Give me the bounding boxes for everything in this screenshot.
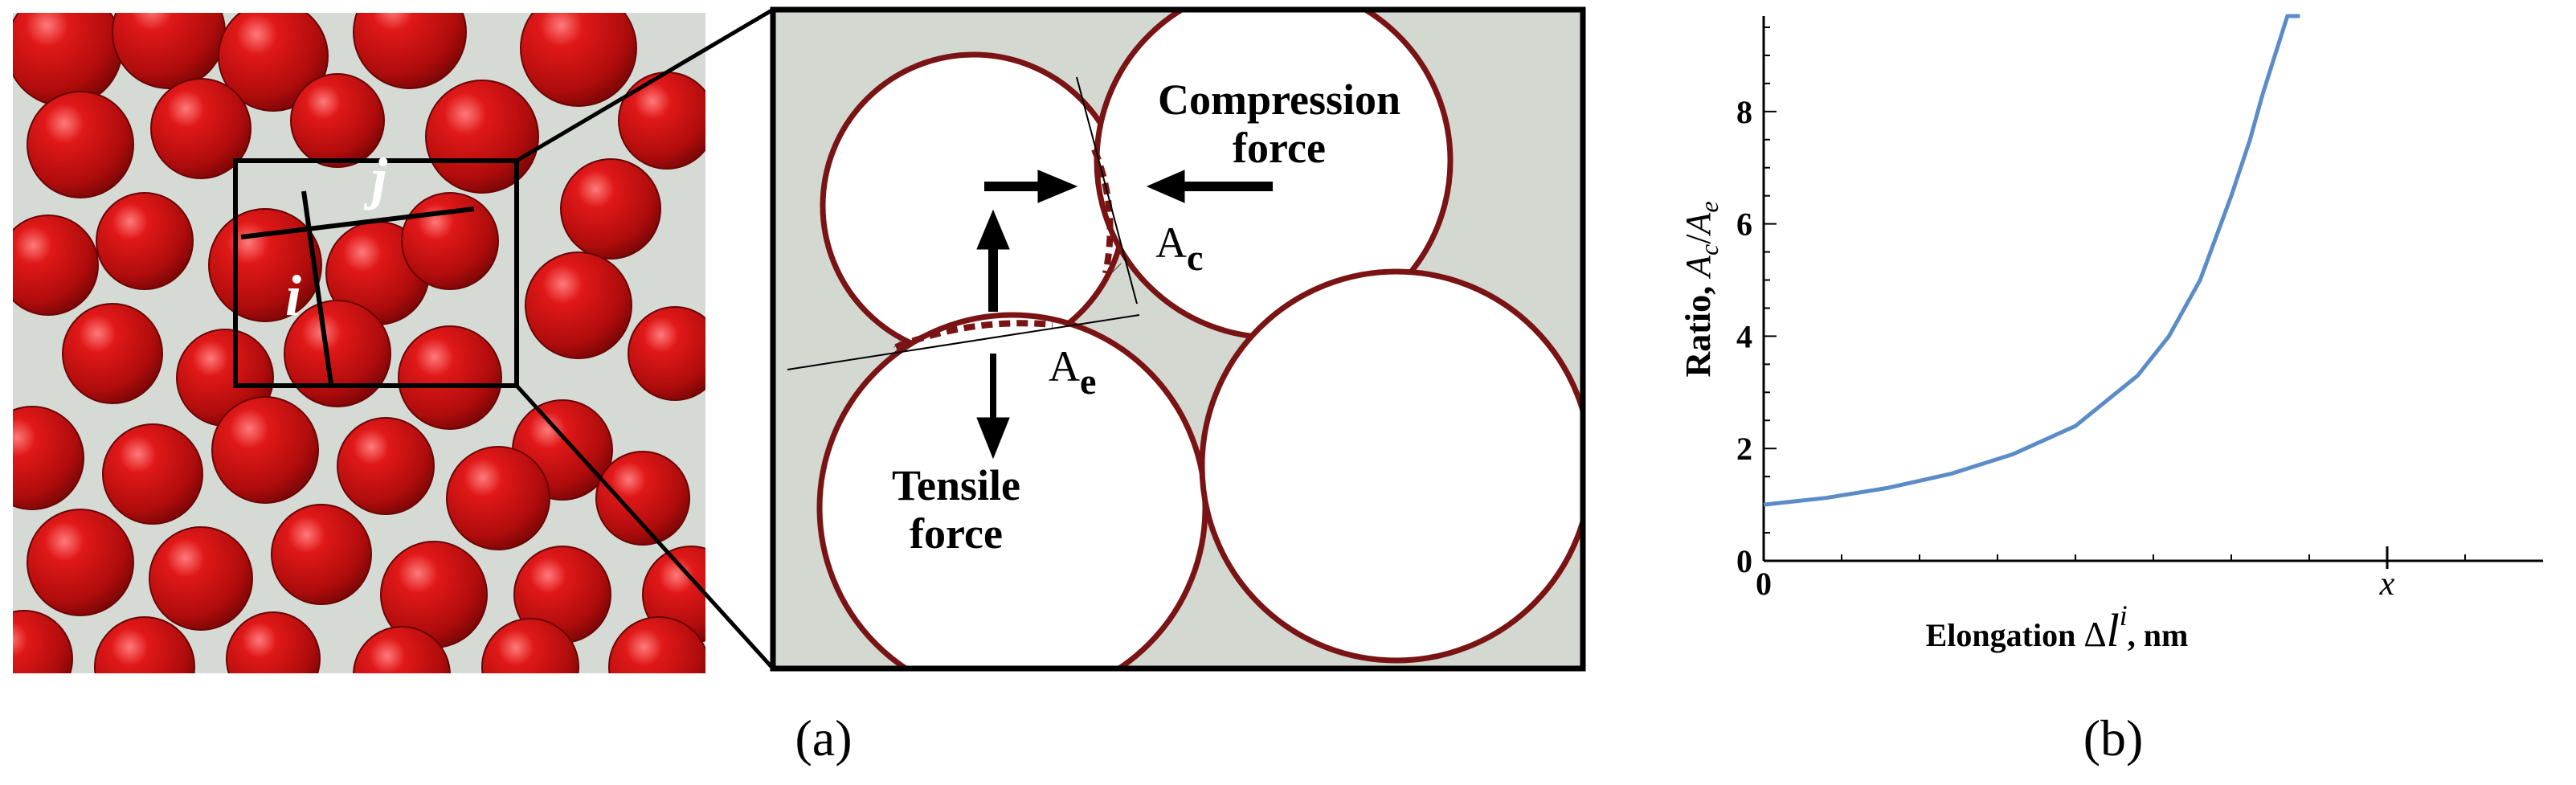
particle [13, 406, 84, 510]
particle [290, 73, 385, 168]
x-axis-label: Elongation Δli, nm [1926, 599, 2189, 656]
particle [218, 13, 329, 112]
line-j [240, 206, 475, 239]
particle [595, 451, 690, 546]
selection-box [233, 158, 519, 388]
particle [520, 13, 637, 107]
particle-top-left [820, 51, 1128, 360]
tensile-overlap-dashed [894, 320, 1053, 350]
particle [284, 300, 391, 407]
particle [271, 504, 372, 605]
y-tick-label: 0 [1736, 543, 1752, 579]
ratio-curve [1763, 14, 2300, 507]
compression-label-line1: Compression [1158, 76, 1400, 124]
particle [27, 91, 134, 198]
zoom-line-bottom [515, 384, 775, 670]
particle [560, 158, 661, 260]
particle [13, 13, 123, 107]
particle [481, 618, 579, 673]
particle [608, 616, 705, 673]
particle-bottom-right [1199, 268, 1583, 664]
particle [149, 526, 253, 631]
particle [102, 423, 203, 525]
y-tick-label: 2 [1736, 431, 1752, 467]
particle [525, 251, 632, 359]
y-tick-label: 4 [1736, 318, 1752, 354]
compression-overlap-dashed [1091, 148, 1114, 274]
particle [425, 80, 539, 194]
particle [337, 417, 435, 515]
particles [13, 13, 705, 673]
particle [96, 192, 194, 290]
compression-tangent-line [1076, 76, 1138, 305]
caption-b: (b) [2083, 709, 2144, 767]
y-axis-label: Ratio, Ac/Ae [1678, 201, 1723, 377]
compression-label-line2: force [1233, 124, 1326, 172]
particle [13, 215, 99, 316]
label-i: i [285, 264, 301, 328]
particle [401, 192, 499, 290]
zoom-line-top [515, 7, 775, 163]
line-i [301, 190, 333, 385]
tensile-label-line1: Tensile [892, 461, 1020, 509]
particle [226, 611, 321, 673]
tensile-tangent-line [787, 314, 1140, 370]
particle [446, 446, 550, 550]
particle [628, 306, 705, 401]
area-tensile-label: Ae [1049, 342, 1096, 402]
magnified-inset: Compression force Tensile force Ac Ae [770, 6, 1586, 672]
chart-plot: 0 2 4 6 8 0 x [1736, 14, 2543, 603]
particle [618, 72, 705, 170]
particle [353, 626, 451, 673]
particle [150, 78, 251, 179]
particle [13, 610, 73, 673]
compression-arrows [984, 170, 1273, 203]
particle [62, 303, 163, 404]
caption-a: (a) [795, 709, 852, 767]
y-tick-label: 8 [1736, 94, 1752, 130]
y-tick-label: 6 [1736, 206, 1752, 243]
particle [27, 509, 134, 616]
area-compression-label: Ac [1155, 219, 1203, 278]
particle [94, 616, 195, 673]
x-tick-label-zero: 0 [1756, 566, 1772, 602]
particle [398, 325, 502, 430]
particle [208, 208, 322, 322]
particle [211, 396, 319, 504]
inset-frame [770, 6, 1586, 672]
particle [353, 13, 467, 89]
x-tick-label-x: x [2379, 566, 2395, 603]
tensile-arrows [976, 209, 1010, 460]
particle-snapshot: j i [13, 7, 775, 673]
tensile-label-line2: force [910, 509, 1003, 558]
